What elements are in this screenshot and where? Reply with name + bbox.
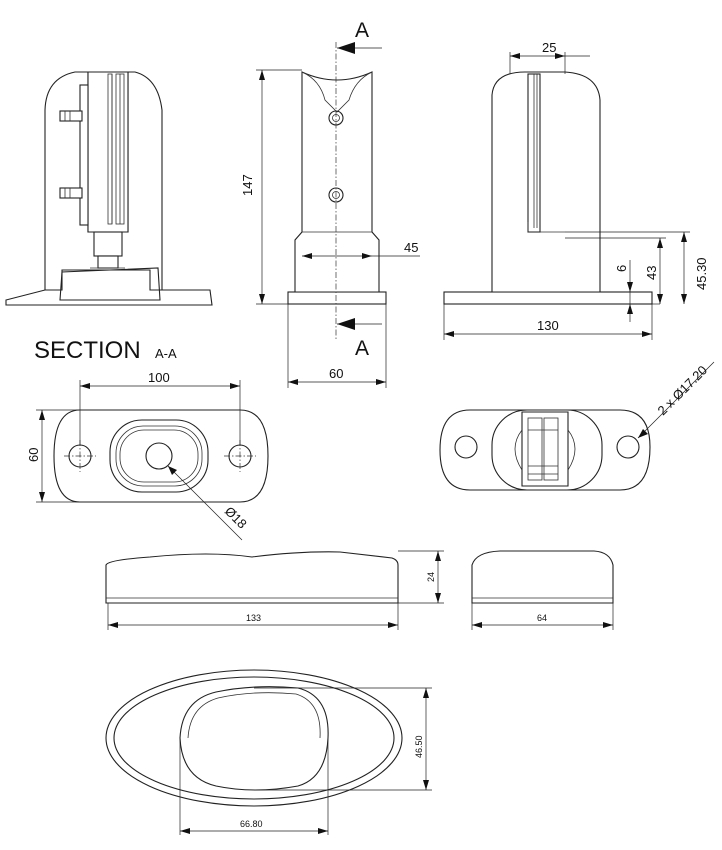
dim-front-width-base: 60 <box>329 366 343 381</box>
dim-cover-height: 24 <box>426 572 436 582</box>
dim-side-top: 25 <box>542 40 556 55</box>
cover-plan-view: 46.50 66.80 <box>105 669 432 835</box>
cut-label-bottom: A <box>355 337 369 360</box>
dim-plan-holes: 2 x Ø17.20 <box>655 363 711 419</box>
dim-cover-length: 133 <box>246 613 261 623</box>
section-word: SECTION <box>34 337 141 364</box>
cut-label-top: A <box>355 19 369 42</box>
dim-plan-hole-spacing: 100 <box>148 370 170 385</box>
section-caption: SECTION A-A <box>34 337 177 364</box>
plan-view-right: 2 x Ø17.20 <box>439 361 715 491</box>
cover-end-view: 64 <box>471 550 614 630</box>
dim-cover-plan-h: 46.50 <box>414 735 424 758</box>
cover-side-view: 133 24 <box>105 550 444 630</box>
dim-plan-bore: Ø18 <box>222 504 250 532</box>
dim-cover-plan-w: 66.80 <box>240 819 263 829</box>
side-view: 25 130 6 43 45.30 <box>443 40 709 340</box>
section-id: A-A <box>155 346 177 361</box>
dim-side-slot-h: 43 <box>644 266 659 280</box>
plan-view-left: 100 60 Ø18 <box>26 370 269 541</box>
dim-cover-width: 64 <box>537 613 547 623</box>
section-view <box>5 71 213 306</box>
dim-front-width-upper: 45 <box>404 240 418 255</box>
dim-side-base-length: 130 <box>537 318 559 333</box>
dim-front-height: 147 <box>240 174 255 196</box>
dim-plan-width: 60 <box>26 448 41 462</box>
dim-side-base-thick: 6 <box>614 265 629 272</box>
front-view: A A 147 45 60 <box>240 19 420 388</box>
dim-side-slot-h2: 45.30 <box>694 257 709 290</box>
